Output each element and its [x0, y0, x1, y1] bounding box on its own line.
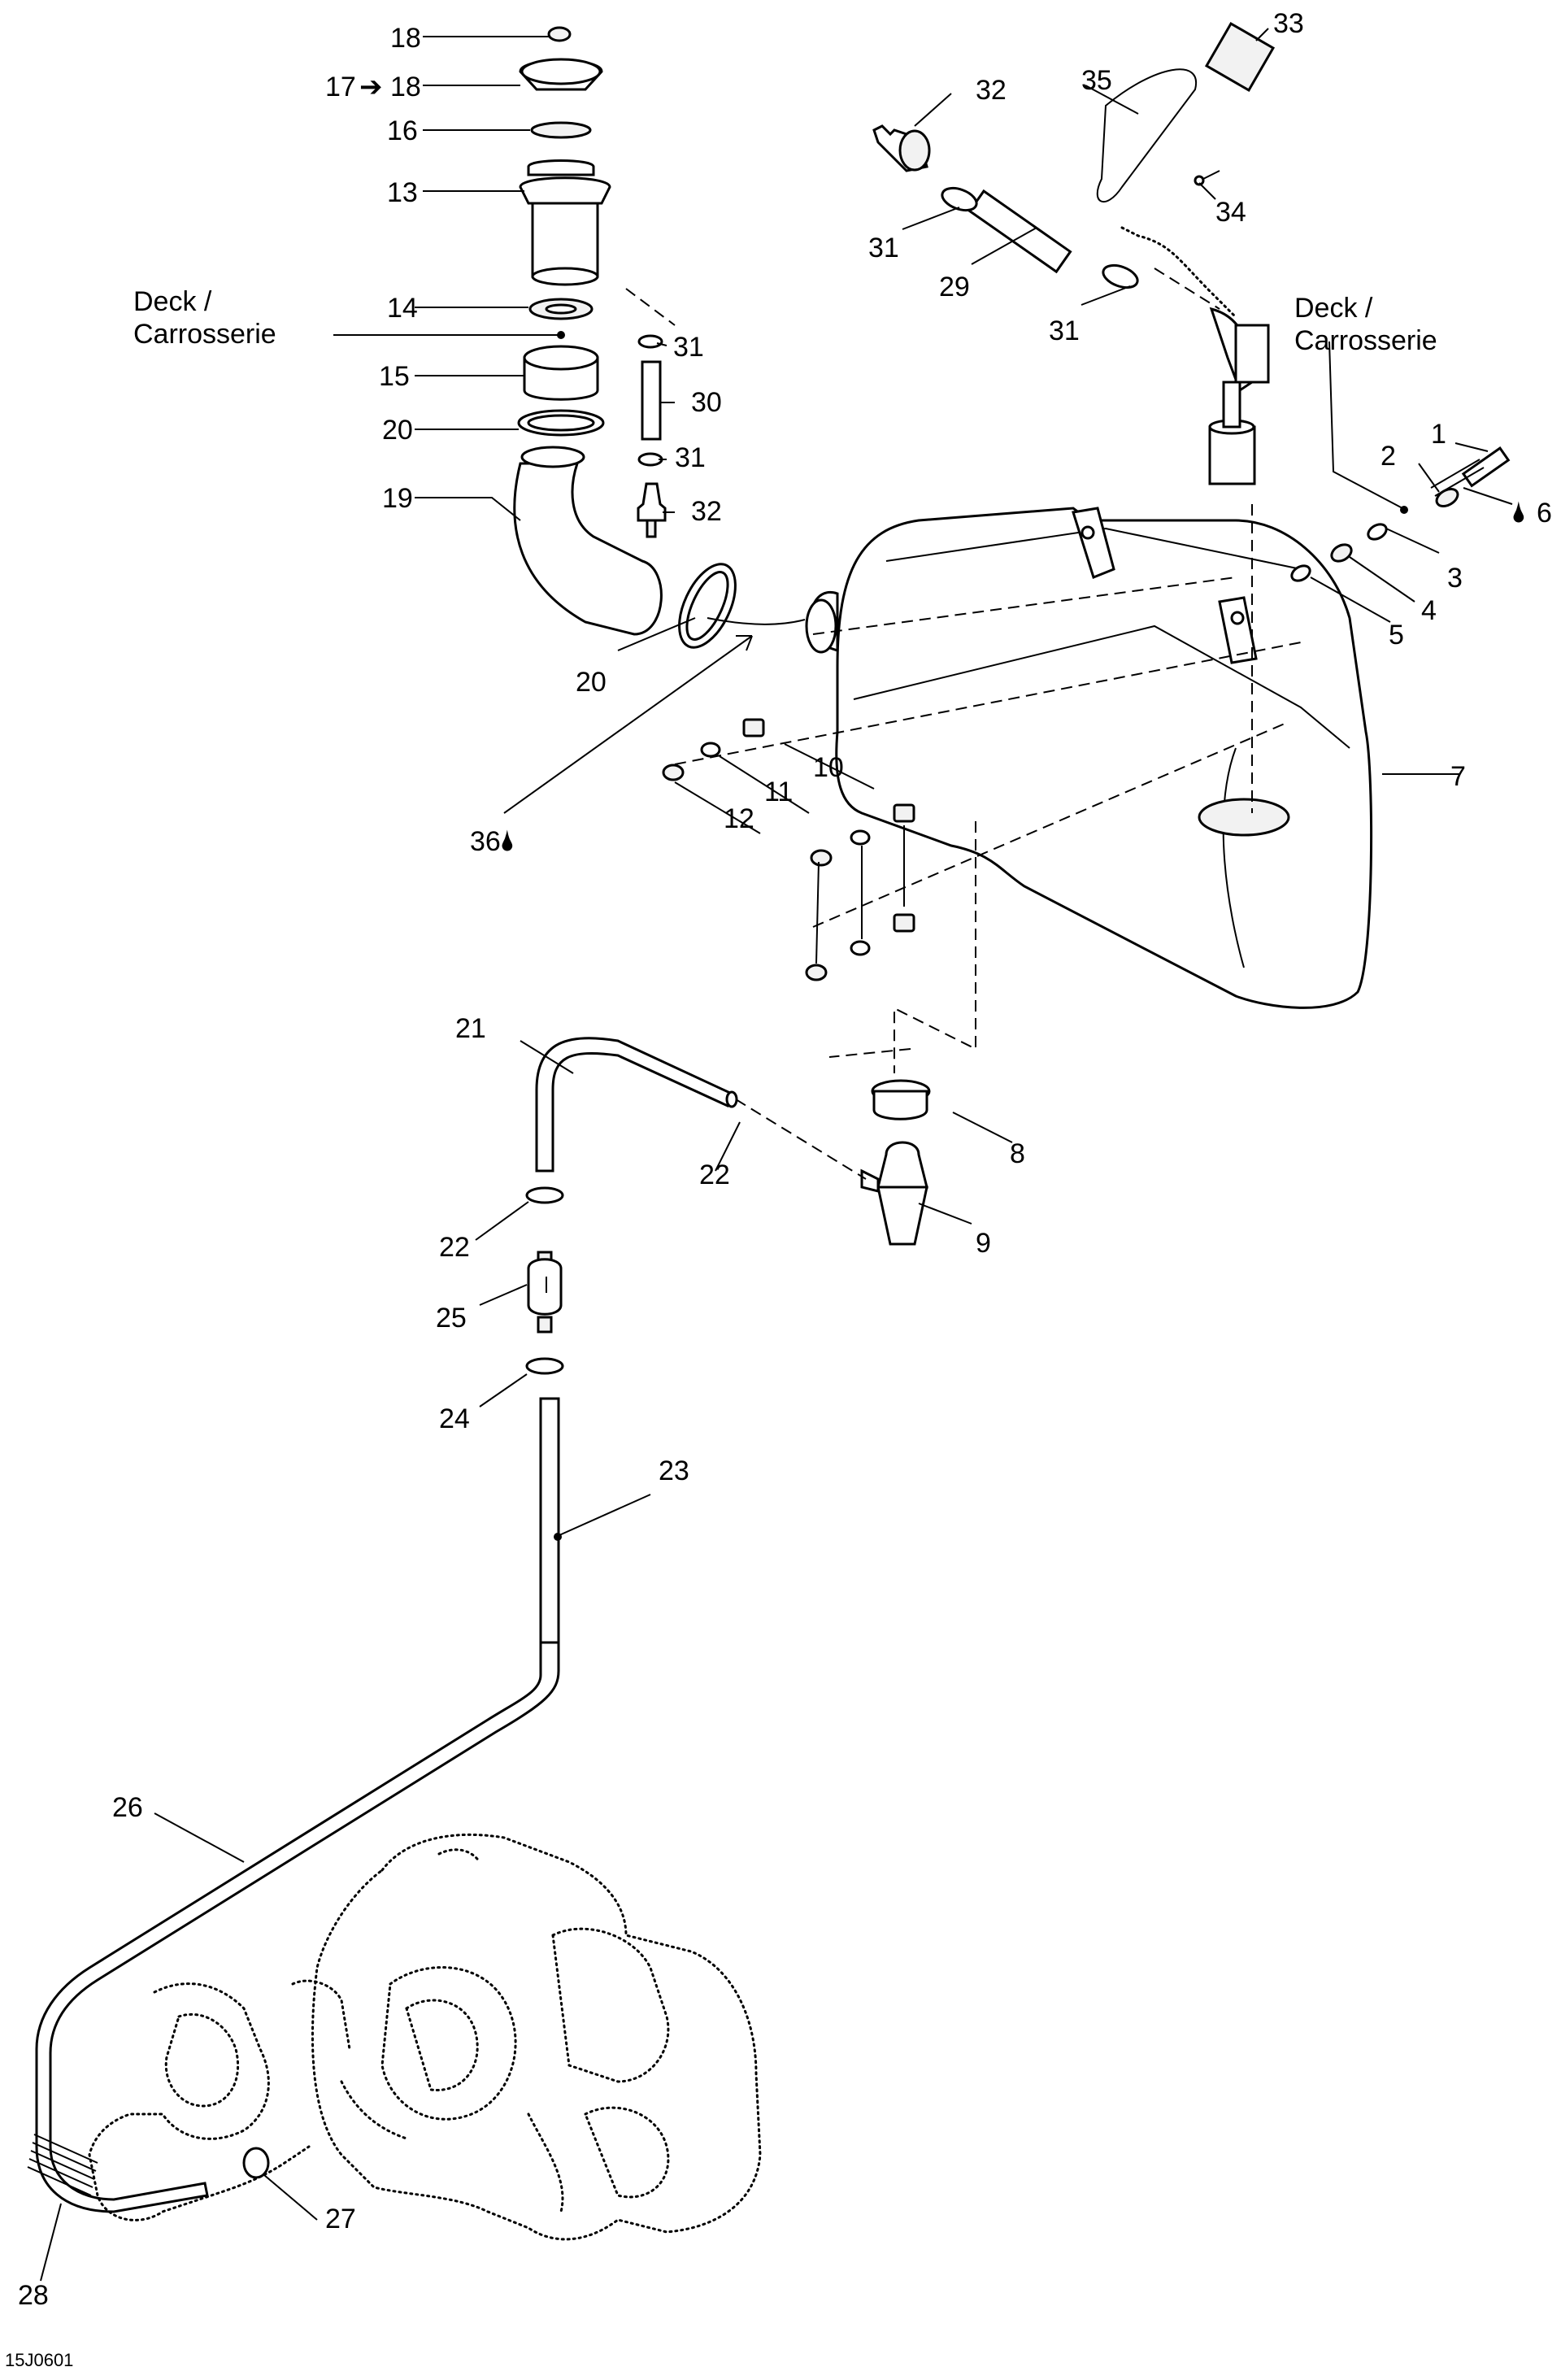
label-29: 29: [939, 272, 970, 302]
vent-valve-assembly: [872, 21, 1276, 485]
drop-6: 🌢: [1511, 498, 1527, 529]
label-10: 10: [813, 752, 844, 783]
label-4: 4: [1421, 595, 1437, 626]
pickup-assembly: [860, 1079, 931, 1246]
label-27: 27: [325, 2204, 356, 2234]
label-35: 35: [1081, 65, 1112, 96]
drop-36: 🌢: [499, 826, 515, 857]
label-20a: 20: [382, 415, 413, 446]
label-5: 5: [1389, 620, 1404, 650]
figure-code: 15J0601: [5, 2350, 73, 2370]
label-18: 18: [390, 23, 421, 54]
label-20b: 20: [576, 667, 607, 698]
label-31b: 31: [675, 442, 706, 473]
label-7: 7: [1450, 761, 1466, 792]
assembly-guides: [625, 268, 1302, 1073]
deck-left-line2: Carrosserie: [133, 319, 276, 350]
label-32a: 32: [691, 496, 722, 527]
label-28: 28: [18, 2280, 49, 2311]
fuel-line: [35, 1037, 738, 2213]
clamp-20-lower: [678, 563, 737, 649]
label-17: 17: [325, 72, 356, 102]
label-32b: 32: [976, 75, 1007, 106]
arrow-17-18: ➔: [359, 72, 383, 102]
label-34: 34: [1215, 197, 1246, 228]
label-13: 13: [387, 177, 418, 208]
label-8: 8: [1010, 1138, 1025, 1169]
label-6: 6: [1537, 498, 1552, 529]
label-2: 2: [1381, 441, 1396, 472]
label-3: 3: [1447, 563, 1463, 594]
label-11: 11: [764, 777, 793, 807]
deck-left-line1: Deck /: [133, 286, 212, 317]
label-1: 1: [1431, 419, 1446, 450]
label-25: 25: [436, 1303, 467, 1334]
label-31d: 31: [1049, 315, 1080, 346]
label-16: 16: [387, 115, 418, 146]
spring-28: [27, 2134, 98, 2196]
label-9: 9: [976, 1228, 991, 1259]
leader-lines: [40, 28, 1513, 2282]
label-22a: 22: [699, 1160, 730, 1190]
label-12: 12: [724, 803, 754, 834]
label-36: 36: [470, 826, 501, 857]
label-22b: 22: [439, 1232, 470, 1263]
mounting-hardware: [662, 718, 915, 981]
label-21: 21: [455, 1013, 486, 1044]
label-31c: 31: [868, 233, 899, 263]
label-26: 26: [112, 1792, 143, 1823]
label-24: 24: [439, 1403, 470, 1434]
label-18b: 18: [390, 72, 421, 102]
vent-hose-assembly: [637, 334, 667, 538]
label-33: 33: [1273, 8, 1304, 39]
engine-outline: [88, 1833, 762, 2241]
fuel-tank: [805, 507, 1373, 1009]
label-23: 23: [659, 1455, 689, 1486]
label-14: 14: [387, 293, 418, 324]
callout-labels: 18 17 ➔ 18 16 13 Deck / Carrosserie 14 1…: [5, 8, 1552, 2370]
bolt-hardware: [1290, 446, 1511, 582]
label-15: 15: [379, 361, 410, 392]
label-31a: 31: [673, 332, 704, 363]
filler-cap-assembly: [513, 26, 663, 636]
label-30: 30: [691, 387, 722, 418]
deck-right-line2: Carrosserie: [1294, 325, 1437, 356]
label-19: 19: [382, 483, 413, 514]
deck-right-line1: Deck /: [1294, 293, 1373, 324]
